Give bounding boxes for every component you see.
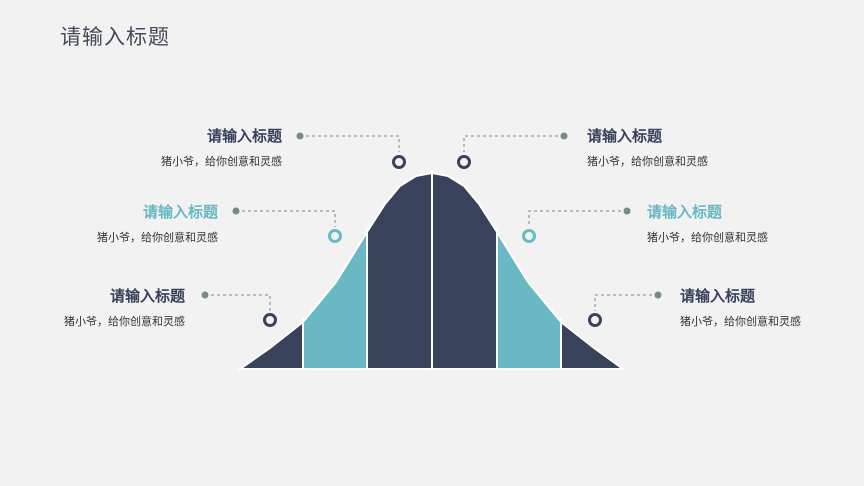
connector-line-right-middle	[528, 210, 627, 227]
ring-marker-right-top	[457, 155, 471, 169]
label-right-top: 请输入标题 猪小爷，给你创意和灵感	[587, 125, 708, 169]
label-subtitle: 猪小爷，给你创意和灵感	[647, 231, 768, 244]
ring-marker-left-bottom	[263, 313, 277, 327]
connector-line-right-top	[463, 135, 564, 152]
connector-dot-right-top	[560, 132, 568, 140]
bell-outline	[236, 171, 627, 370]
connector-dot-left-top	[296, 132, 304, 140]
bell-segment-4	[432, 173, 497, 369]
label-title: 请输入标题	[206, 127, 282, 145]
connector-dot-right-bottom	[654, 291, 662, 299]
label-subtitle: 猪小爷，给你创意和灵感	[161, 155, 282, 168]
label-subtitle: 猪小爷，给你创意和灵感	[64, 315, 185, 328]
label-title: 请输入标题	[587, 127, 663, 145]
label-title: 请输入标题	[647, 203, 723, 221]
bell-segment-6	[561, 173, 623, 369]
ring-marker-right-bottom	[588, 313, 602, 327]
label-title: 请输入标题	[109, 287, 185, 305]
bell-segment-5	[497, 173, 561, 369]
bell-segment-3	[367, 173, 432, 369]
ring-marker-right-middle	[522, 229, 536, 243]
page-title: 请输入标题	[60, 25, 170, 49]
label-title: 请输入标题	[142, 203, 218, 221]
bell-segment-2	[303, 173, 367, 369]
ring-marker-left-middle	[328, 229, 342, 243]
ring-marker-left-top	[392, 155, 406, 169]
label-right-bottom: 请输入标题 猪小爷，给你创意和灵感	[680, 285, 801, 329]
label-left-middle: 请输入标题 猪小爷，给你创意和灵感	[97, 201, 218, 245]
label-subtitle: 猪小爷，给你创意和灵感	[97, 231, 218, 244]
connector-dot-left-bottom	[201, 291, 209, 299]
label-subtitle: 猪小爷，给你创意和灵感	[680, 315, 801, 328]
connector-line-right-bottom	[594, 294, 658, 311]
label-left-bottom: 请输入标题 猪小爷，给你创意和灵感	[64, 285, 185, 329]
bell-segment-1	[240, 173, 303, 369]
label-right-middle: 请输入标题 猪小爷，给你创意和灵感	[647, 201, 768, 245]
label-title: 请输入标题	[680, 287, 756, 305]
connector-dot-right-middle	[623, 207, 631, 215]
label-subtitle: 猪小爷，给你创意和灵感	[587, 155, 708, 168]
connector-dot-left-middle	[232, 207, 240, 215]
connector-line-left-middle	[236, 210, 336, 227]
connector-line-left-top	[300, 135, 400, 152]
connector-line-left-bottom	[205, 294, 271, 311]
label-left-top: 请输入标题 猪小爷，给你创意和灵感	[161, 125, 282, 169]
